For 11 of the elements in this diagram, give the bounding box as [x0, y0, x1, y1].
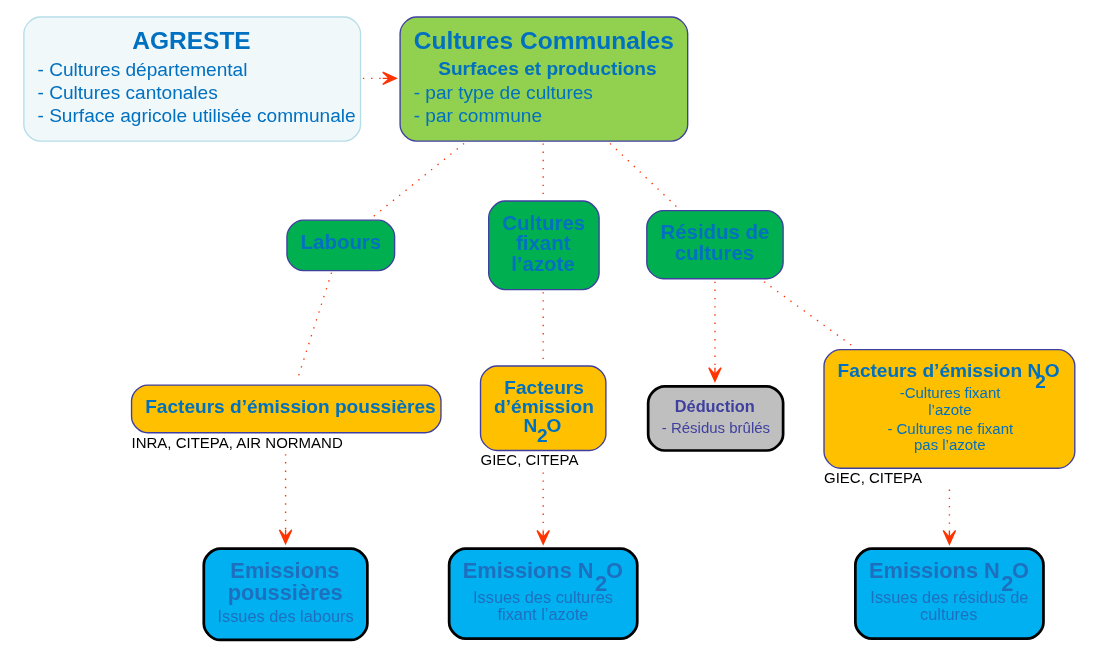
arrow	[708, 281, 722, 382]
node-label: INRA, CITEPA, AIR NORMAND	[131, 433, 343, 451]
node-label: GIEC, CITEPA	[824, 468, 922, 486]
node-label: GIEC, CITEPA	[480, 451, 579, 469]
arrow	[278, 453, 293, 545]
arrow	[942, 488, 957, 545]
arrow	[362, 71, 398, 86]
connector	[609, 142, 679, 209]
arrow	[536, 471, 550, 545]
connector	[763, 281, 854, 347]
connector	[372, 142, 465, 218]
